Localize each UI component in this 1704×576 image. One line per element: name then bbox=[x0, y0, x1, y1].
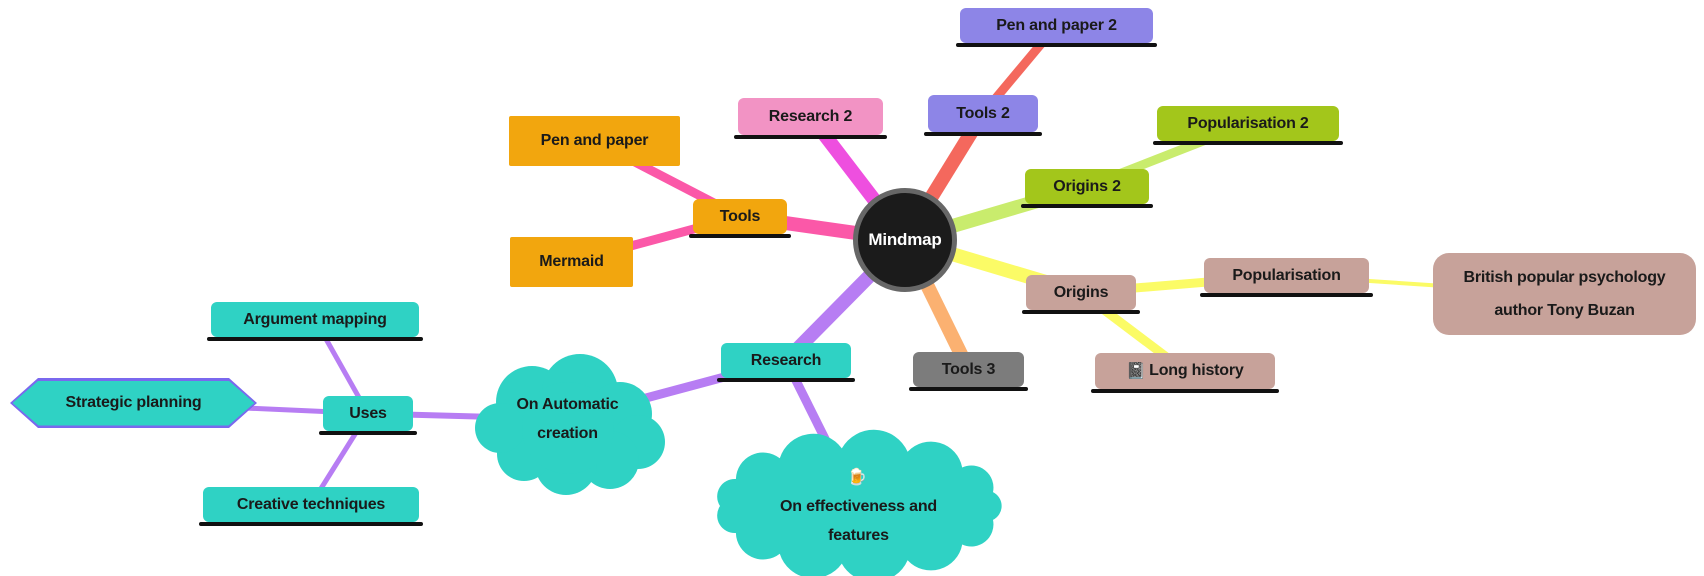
mindmap-node-tools: Tools bbox=[689, 199, 791, 238]
mindmap-node-origins: Origins bbox=[1022, 275, 1140, 314]
mindmap-node-buzan: British popular psychology author Tony B… bbox=[1433, 253, 1696, 335]
node-label: Research 2 bbox=[768, 107, 853, 125]
mindmap-node-mermaid: Mermaid bbox=[510, 237, 633, 287]
node-underline bbox=[199, 522, 423, 526]
node-label: Pen and paper bbox=[540, 132, 649, 149]
node-underline bbox=[924, 132, 1042, 136]
node-label: On effectiveness and features bbox=[780, 497, 937, 544]
node-underline bbox=[734, 135, 887, 139]
node-label: Mermaid bbox=[539, 253, 604, 270]
node-label: Research bbox=[750, 351, 822, 369]
mindmap-node-origins_2: Origins 2 bbox=[1021, 169, 1153, 208]
hexagon-fill bbox=[13, 381, 255, 426]
mindmap-node-long_history: 📓Long history bbox=[1091, 353, 1279, 393]
node-label: Tools bbox=[719, 207, 761, 225]
beer-mug-icon: 🍺 bbox=[847, 468, 867, 486]
node-label: Popularisation 2 bbox=[1187, 114, 1309, 132]
node-label: Uses bbox=[349, 404, 387, 422]
node-label: Origins bbox=[1053, 283, 1109, 301]
node-label: Mindmap bbox=[868, 230, 942, 249]
node-label: Pen and paper 2 bbox=[996, 16, 1117, 34]
mindmap-node-popularisation: Popularisation bbox=[1200, 258, 1373, 297]
mindmap-node-creative: Creative techniques bbox=[199, 487, 423, 526]
mindmap-node-strategic: Strategic planning bbox=[10, 378, 257, 428]
mindmap-node-pen_paper: Pen and paper bbox=[509, 116, 680, 166]
node-label: Long history bbox=[1149, 362, 1244, 379]
node-underline bbox=[1021, 204, 1153, 208]
node-label: Origins 2 bbox=[1053, 177, 1121, 195]
node-underline bbox=[1022, 310, 1140, 314]
node-label: British popular psychology author Tony B… bbox=[1463, 269, 1670, 319]
node-underline bbox=[1153, 141, 1343, 145]
node-label: Tools 3 bbox=[941, 360, 996, 378]
node-label: Popularisation bbox=[1232, 266, 1341, 284]
node-underline bbox=[909, 387, 1028, 391]
mindmap-node-argument_mapping: Argument mapping bbox=[207, 302, 423, 341]
mindmap-node-research_2: Research 2 bbox=[734, 98, 887, 139]
node-underline bbox=[1200, 293, 1373, 297]
node-underline bbox=[689, 234, 791, 238]
mindmap-node-cloud: On Automatic creation bbox=[475, 354, 665, 495]
node-label: Strategic planning bbox=[65, 394, 202, 411]
mindmap-node-popularisation_2: Popularisation 2 bbox=[1153, 106, 1343, 145]
hexagon-border bbox=[10, 378, 257, 428]
node-underline bbox=[956, 43, 1157, 47]
node-label: Creative techniques bbox=[236, 495, 386, 513]
node-label: Tools 2 bbox=[956, 104, 1010, 122]
node-label: Argument mapping bbox=[243, 310, 387, 328]
mindmap-node-tools_2: Tools 2 bbox=[924, 95, 1042, 136]
node-underline bbox=[717, 378, 855, 382]
mindmap-root-node: Mindmap bbox=[853, 188, 957, 292]
node-underline bbox=[1091, 389, 1279, 393]
mindmap-node-pen_paper_2: Pen and paper 2 bbox=[956, 8, 1157, 47]
node-underline bbox=[319, 431, 417, 435]
mindmap-node-uses: Uses bbox=[319, 396, 417, 435]
mindmap-node-tools_3: Tools 3 bbox=[909, 352, 1028, 391]
mindmap-node-research: Research bbox=[717, 343, 855, 382]
node-underline bbox=[207, 337, 423, 341]
notebook-icon: 📓 bbox=[1126, 363, 1147, 380]
node-label: On Automatic creation bbox=[516, 396, 623, 442]
mindmap-node-bang: 🍺 On effectiveness and features bbox=[712, 429, 1005, 576]
